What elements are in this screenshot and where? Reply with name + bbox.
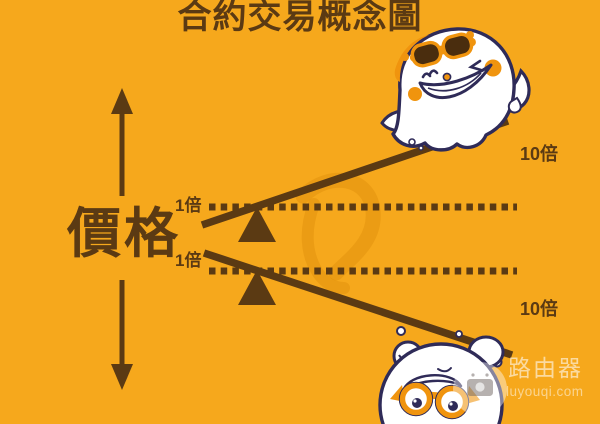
- price-axis-label: 價格: [67, 204, 181, 264]
- arrowhead-down-icon: [111, 364, 133, 390]
- face-eyes: [421, 59, 483, 79]
- face-mouth: [437, 367, 452, 373]
- face-nose: [442, 72, 452, 82]
- watermark-brand: 路由器: [508, 355, 583, 381]
- label-10x-up: 10倍: [520, 144, 559, 164]
- arrowhead-up-icon: [111, 88, 133, 114]
- face-teeth-line: [427, 72, 482, 92]
- fulcrum-triangle-up: [238, 207, 276, 242]
- watermark-domain: luyouqi.com: [506, 384, 584, 399]
- page-title: 合約交易概念圖: [177, 0, 423, 36]
- sunglasses-icon: [409, 32, 476, 68]
- sunglasses-mascot-riding-up-icon: [380, 27, 531, 152]
- price-axis-arrow: [111, 88, 133, 390]
- label-10x-down: 10倍: [520, 299, 559, 319]
- fulcrum-triangle-down: [238, 270, 276, 305]
- sweat-droplets-icon: [408, 96, 522, 151]
- sunglasses-mascot-hanging-upside-down-icon: [378, 326, 505, 424]
- face-smile: [418, 63, 493, 99]
- label-1x-up: 1倍: [175, 196, 202, 215]
- camera-badge-icon: [453, 362, 507, 416]
- lever-beam-down: [202, 249, 514, 359]
- upside-down-glasses-icon: [390, 381, 480, 420]
- label-1x-down: 1倍: [175, 251, 202, 270]
